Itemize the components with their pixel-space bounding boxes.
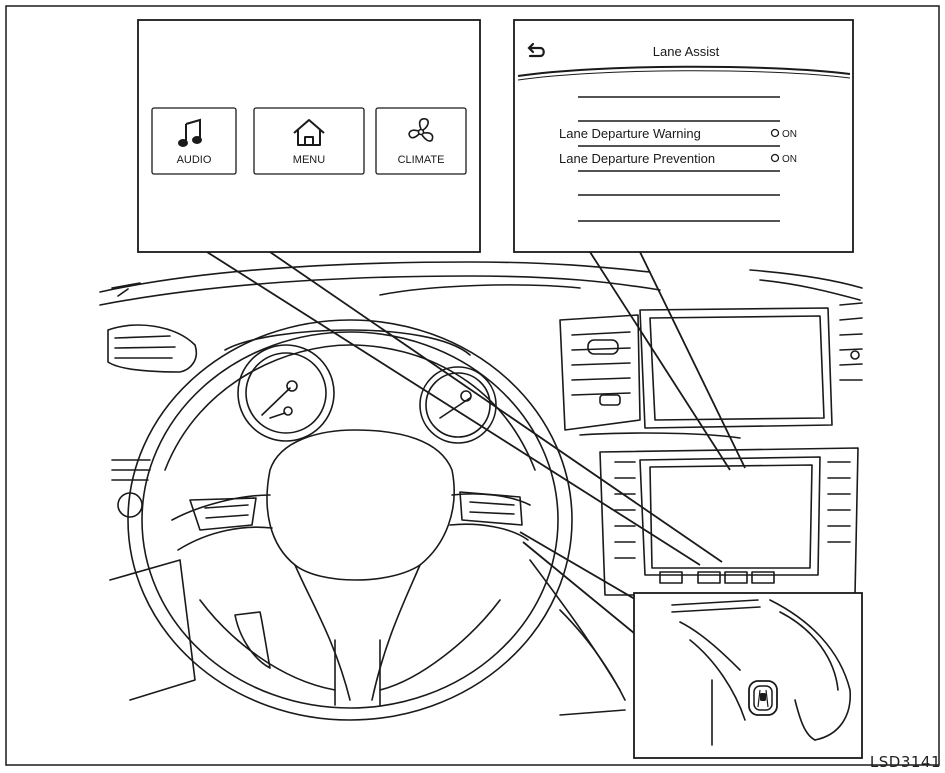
outer-border	[5, 5, 940, 766]
list-item-lane-departure-warning[interactable]: Lane Departure Warning ON	[559, 126, 797, 141]
toggle-indicator[interactable]	[770, 128, 780, 138]
audio-button[interactable]: AUDIO	[151, 107, 237, 175]
header-divider	[517, 65, 851, 77]
dashboard-illustration	[99, 261, 863, 721]
toggle-state: ON	[782, 129, 797, 140]
steering-switch-inset	[633, 592, 863, 759]
toggle-indicator[interactable]	[770, 153, 780, 163]
lane-assist-switch-icon[interactable]	[748, 680, 778, 716]
menu-button[interactable]: MENU	[253, 107, 365, 175]
fan-icon	[408, 118, 434, 142]
screen-title: Lane Assist	[653, 44, 720, 59]
list-item-label: Lane Departure Warning	[559, 126, 701, 141]
menu-button-label: MENU	[293, 154, 325, 166]
list-item-label: Lane Departure Prevention	[559, 151, 715, 166]
home-icon	[293, 119, 325, 146]
control-panel-callout: AUDIO MENU CLIMATE	[137, 19, 481, 253]
music-note-icon	[178, 118, 202, 147]
back-arrow-icon[interactable]	[527, 42, 545, 58]
toggle-state: ON	[782, 154, 797, 165]
lane-assist-callout: Lane Assist Lane Departure Warning ON La…	[513, 19, 854, 253]
climate-button-label: CLIMATE	[398, 154, 445, 166]
audio-button-label: AUDIO	[177, 154, 212, 166]
climate-button[interactable]: CLIMATE	[375, 107, 467, 175]
list-item-lane-departure-prevention[interactable]: Lane Departure Prevention ON	[559, 151, 797, 166]
figure-id-label: LSD3141	[869, 753, 941, 771]
list-dividers	[578, 96, 780, 222]
callout-lines	[206, 251, 746, 639]
